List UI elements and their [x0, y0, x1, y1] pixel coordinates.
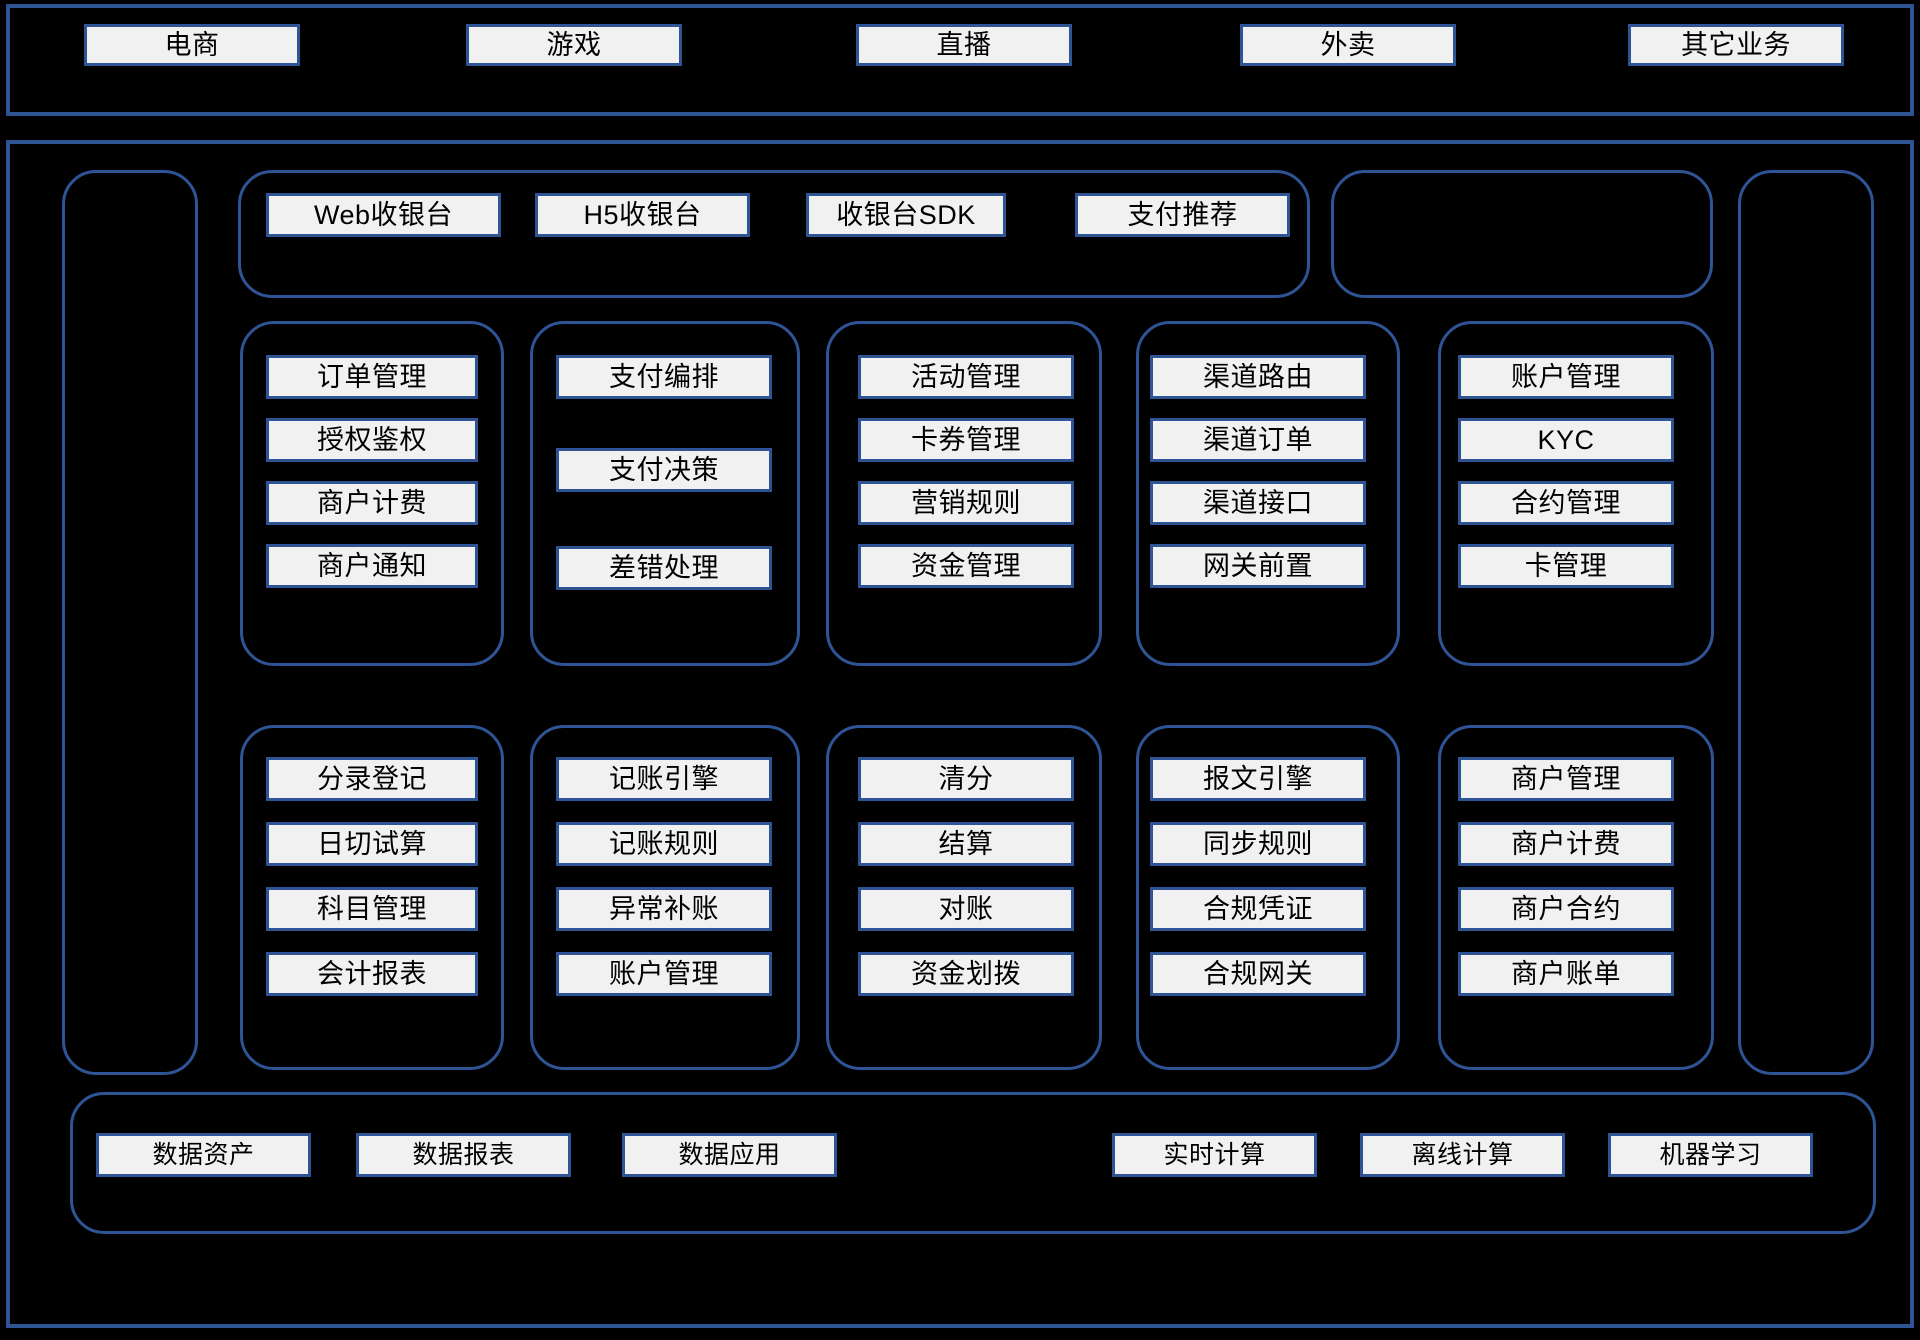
module-chip[interactable]: 差错处理	[556, 546, 772, 590]
module-chip[interactable]: 商户账单	[1458, 952, 1674, 996]
module-chip[interactable]: KYC	[1458, 418, 1674, 462]
module-chip[interactable]: 渠道订单	[1150, 418, 1366, 462]
module-chip[interactable]: 同步规则	[1150, 822, 1366, 866]
module-chip[interactable]: 合约管理	[1458, 481, 1674, 525]
module-chip[interactable]: 支付决策	[556, 448, 772, 492]
module-chip[interactable]: 报文引擎	[1150, 757, 1366, 801]
module-chip[interactable]: 商户管理	[1458, 757, 1674, 801]
module-chip[interactable]: 资金划拨	[858, 952, 1074, 996]
cashier-chip[interactable]: 收银台SDK	[806, 193, 1006, 237]
cashier-chip[interactable]: H5收银台	[535, 193, 750, 237]
business-line-chip[interactable]: 游戏	[466, 24, 682, 66]
module-chip[interactable]: 资金管理	[858, 544, 1074, 588]
module-chip[interactable]: 结算	[858, 822, 1074, 866]
module-chip[interactable]: 支付编排	[556, 355, 772, 399]
platform-left-panel	[62, 170, 198, 1075]
module-chip[interactable]: 科目管理	[266, 887, 478, 931]
data-chip[interactable]: 数据应用	[622, 1133, 837, 1177]
module-chip[interactable]: 订单管理	[266, 355, 478, 399]
cashier-side-panel	[1331, 170, 1713, 298]
data-chip[interactable]: 数据报表	[356, 1133, 571, 1177]
module-chip[interactable]: 商户计费	[266, 481, 478, 525]
data-chip[interactable]: 实时计算	[1112, 1133, 1317, 1177]
business-line-chip[interactable]: 直播	[856, 24, 1072, 66]
module-chip[interactable]: 合规凭证	[1150, 887, 1366, 931]
data-platform-group	[70, 1092, 1876, 1234]
business-line-chip[interactable]: 电商	[84, 24, 300, 66]
module-chip[interactable]: 清分	[858, 757, 1074, 801]
business-line-chip[interactable]: 其它业务	[1628, 24, 1844, 66]
module-chip[interactable]: 分录登记	[266, 757, 478, 801]
module-chip[interactable]: 营销规则	[858, 481, 1074, 525]
module-chip[interactable]: 会计报表	[266, 952, 478, 996]
business-line-chip[interactable]: 外卖	[1240, 24, 1456, 66]
platform-right-panel	[1738, 170, 1874, 1075]
module-chip[interactable]: 卡券管理	[858, 418, 1074, 462]
module-chip[interactable]: 商户计费	[1458, 822, 1674, 866]
module-chip[interactable]: 渠道路由	[1150, 355, 1366, 399]
module-chip[interactable]: 渠道接口	[1150, 481, 1366, 525]
module-chip[interactable]: 授权鉴权	[266, 418, 478, 462]
module-chip[interactable]: 网关前置	[1150, 544, 1366, 588]
cashier-chip[interactable]: 支付推荐	[1075, 193, 1290, 237]
module-chip[interactable]: 商户通知	[266, 544, 478, 588]
data-chip[interactable]: 机器学习	[1608, 1133, 1813, 1177]
module-chip[interactable]: 异常补账	[556, 887, 772, 931]
module-chip[interactable]: 活动管理	[858, 355, 1074, 399]
module-chip[interactable]: 合规网关	[1150, 952, 1366, 996]
module-chip[interactable]: 对账	[858, 887, 1074, 931]
module-chip[interactable]: 卡管理	[1458, 544, 1674, 588]
cashier-chip[interactable]: Web收银台	[266, 193, 501, 237]
module-chip[interactable]: 记账引擎	[556, 757, 772, 801]
module-chip[interactable]: 记账规则	[556, 822, 772, 866]
module-chip[interactable]: 账户管理	[556, 952, 772, 996]
module-chip[interactable]: 商户合约	[1458, 887, 1674, 931]
business-layer-frame	[6, 4, 1914, 116]
data-chip[interactable]: 离线计算	[1360, 1133, 1565, 1177]
data-chip[interactable]: 数据资产	[96, 1133, 311, 1177]
module-chip[interactable]: 账户管理	[1458, 355, 1674, 399]
module-chip[interactable]: 日切试算	[266, 822, 478, 866]
